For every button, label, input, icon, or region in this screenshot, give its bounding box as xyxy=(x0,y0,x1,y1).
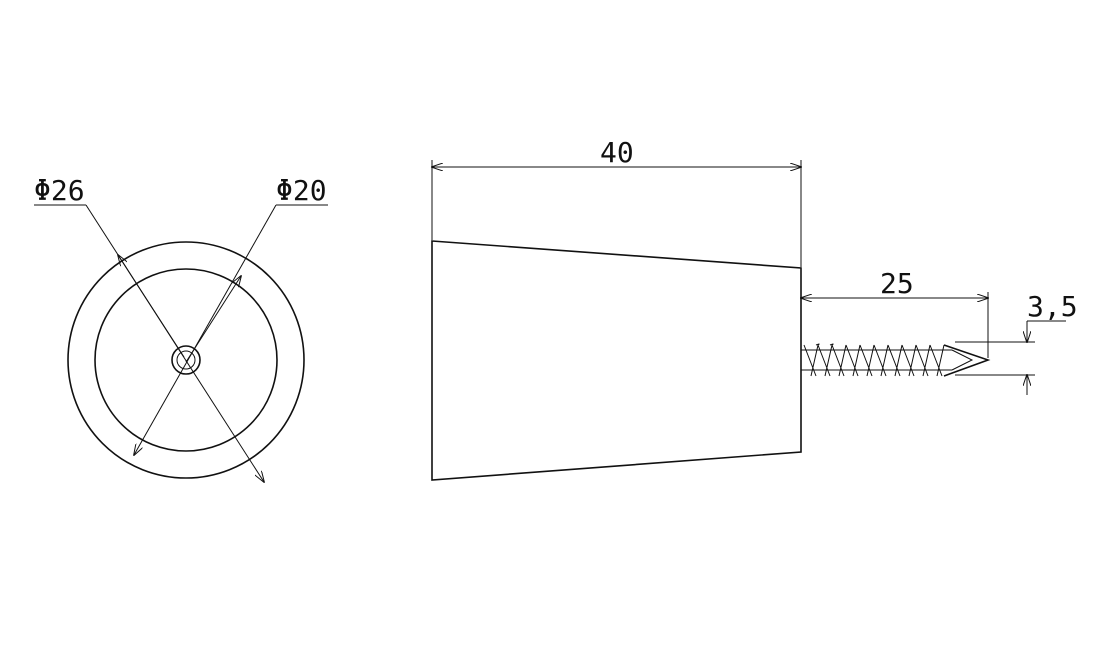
inner-diameter-label: Φ20 xyxy=(276,174,327,207)
screw-hole-inner xyxy=(176,350,196,370)
outer-diameter-arrow-back xyxy=(118,255,185,358)
outer-diameter-label: Φ26 xyxy=(34,174,85,207)
screw-thread xyxy=(803,343,945,377)
knob-body xyxy=(431,240,802,481)
screw-hole-outer xyxy=(171,345,201,375)
inner-diameter-arrow-back xyxy=(185,276,241,363)
screw xyxy=(800,343,991,377)
screw-diameter-label: 3,5 xyxy=(1027,290,1078,323)
screw-tip xyxy=(943,344,991,377)
screw-length-label: 25 xyxy=(880,267,914,300)
front-view: Φ26 Φ20 xyxy=(34,174,328,482)
inner-diameter-leader xyxy=(134,204,277,455)
screw-tip-inner xyxy=(951,349,974,371)
side-view: 40 25 3,5 xyxy=(431,136,1078,481)
inner-circle xyxy=(94,268,278,452)
outer-circle xyxy=(67,241,305,479)
length-label: 40 xyxy=(600,136,634,169)
